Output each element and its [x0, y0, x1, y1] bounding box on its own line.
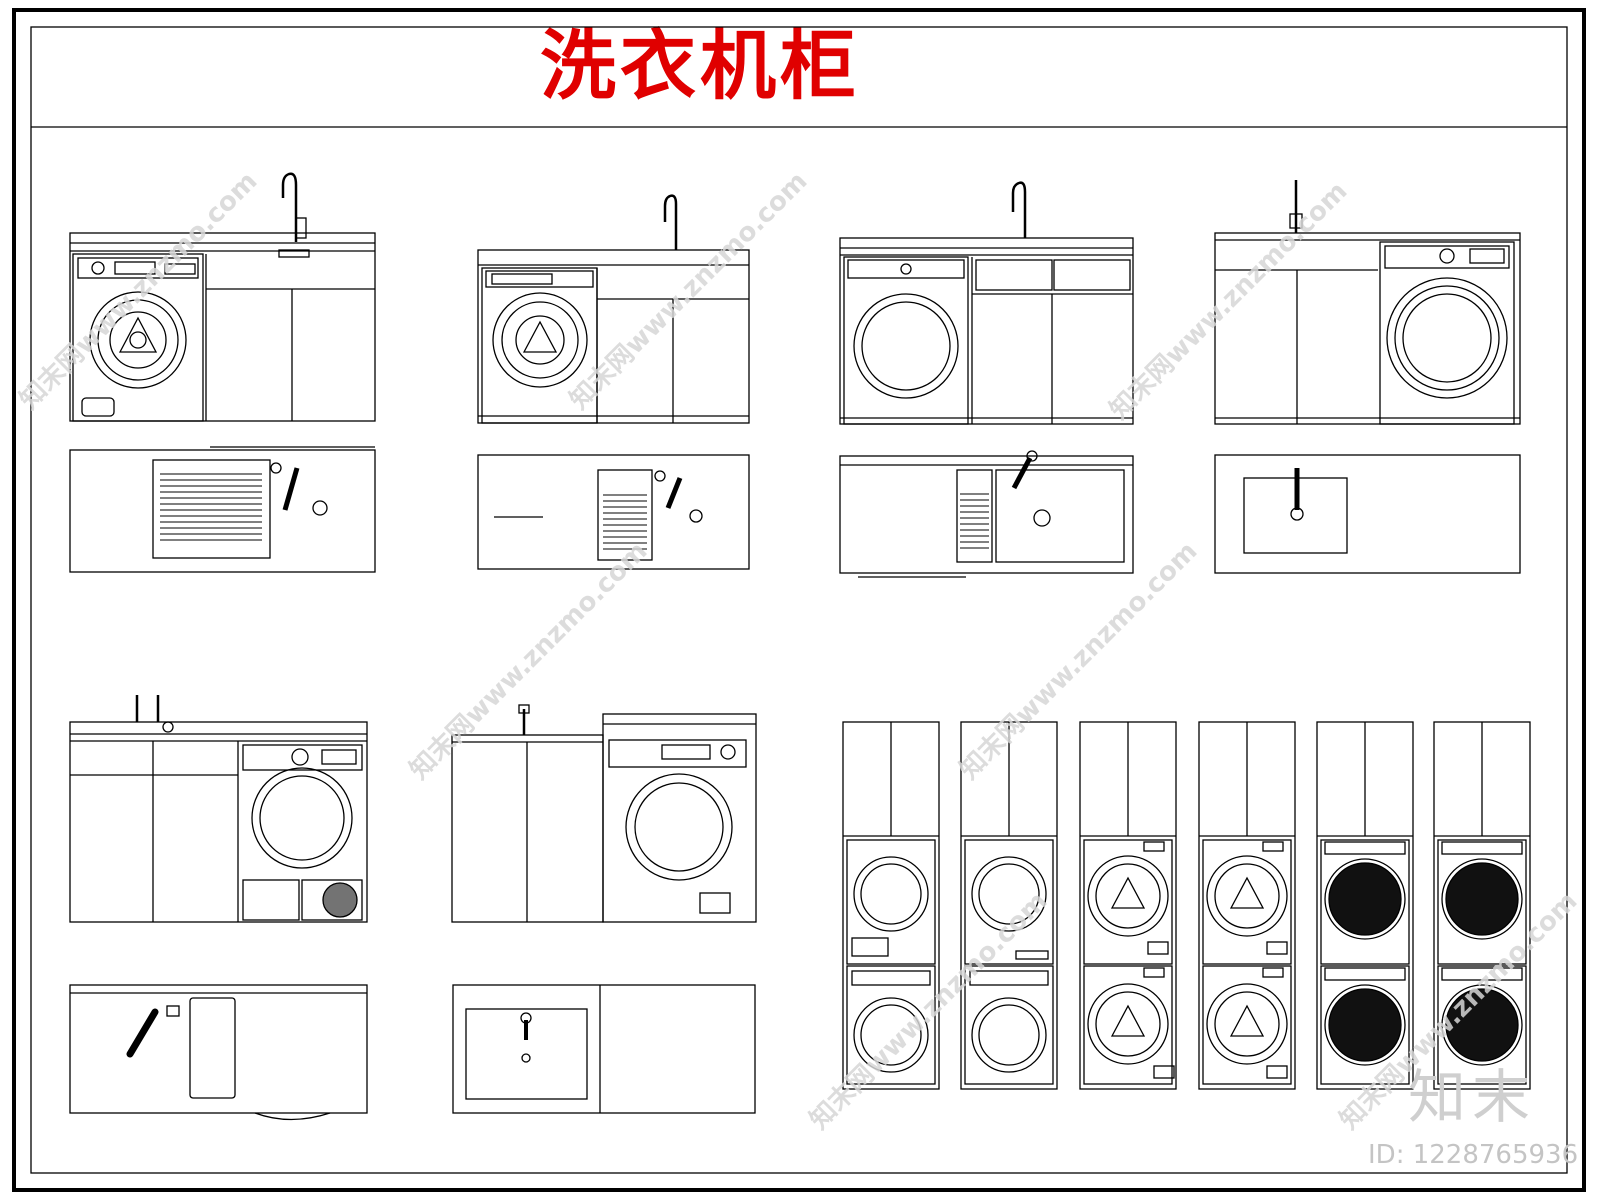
- unit5-plan-view: [69, 984, 368, 1121]
- unit1-front-elevation: [69, 172, 376, 422]
- washer-door-icon: [1324, 984, 1406, 1066]
- drain-hole-icon: [1290, 507, 1304, 521]
- faucet-icon: [126, 1008, 159, 1058]
- washer-door-icon: [853, 293, 959, 399]
- tower1-stacked-washer-dryer: [842, 721, 940, 1090]
- faucet-icon: [1011, 456, 1033, 490]
- unit2-plan-view: [477, 454, 750, 570]
- unit2-front-elevation: [477, 194, 750, 424]
- drain-hole-icon: [521, 1053, 531, 1063]
- drain-hole-icon: [689, 509, 703, 523]
- tower3-stacked-washer-washer: [1079, 721, 1177, 1090]
- tower2-stacked-washer-dryer: [960, 721, 1058, 1090]
- washer-door-icon: [1386, 277, 1508, 399]
- unit1-plan-view: [69, 446, 376, 573]
- washer-door-icon: [492, 292, 588, 388]
- sink-basin-icon: [152, 459, 271, 559]
- drain-hole-icon: [1033, 509, 1051, 527]
- unit3-front-elevation: [839, 181, 1134, 425]
- tower6-stacked-dark-door: [1433, 721, 1531, 1090]
- sink-basin-icon: [597, 469, 653, 561]
- unit4-front-elevation: [1214, 180, 1521, 425]
- outer-frame: [12, 8, 1586, 1192]
- washer-door-icon: [1087, 983, 1169, 1065]
- drain-hole-icon: [312, 500, 328, 516]
- faucet-icon: [281, 172, 298, 242]
- unit6-plan-view: [452, 984, 756, 1114]
- faucet-icon: [1011, 181, 1027, 238]
- washer-door-icon: [1206, 983, 1288, 1065]
- brand-logo: 知末: [1408, 1063, 1537, 1131]
- faucet-icon: [135, 695, 160, 722]
- sink-basin-icon: [956, 469, 993, 563]
- washer-door-icon: [971, 997, 1047, 1073]
- unit5-front-elevation: [69, 695, 368, 923]
- washer-door-icon: [251, 767, 353, 869]
- washer-door-icon: [89, 291, 187, 389]
- sink-basin-icon: [189, 997, 236, 1099]
- unit3-plan-view: [839, 450, 1134, 578]
- image-id-label: ID: 1228765936: [1368, 1140, 1579, 1170]
- sink-basin-icon: [995, 469, 1125, 563]
- drawing-title: 洗衣机柜: [540, 21, 860, 110]
- faucet-icon: [663, 194, 678, 250]
- sink-basin-icon: [465, 1008, 588, 1100]
- washer-door-icon: [853, 997, 929, 1073]
- faucet-icon: [665, 477, 683, 509]
- inner-frame: [30, 26, 1568, 1174]
- washer-door-icon: [625, 773, 733, 881]
- faucet-icon: [282, 467, 300, 511]
- tower4-stacked-washer-washer: [1198, 721, 1296, 1090]
- unit6-front-elevation: [451, 704, 757, 923]
- unit4-plan-view: [1214, 454, 1521, 574]
- tower5-stacked-dark-door: [1316, 721, 1414, 1090]
- washer-door-icon: [1441, 984, 1523, 1066]
